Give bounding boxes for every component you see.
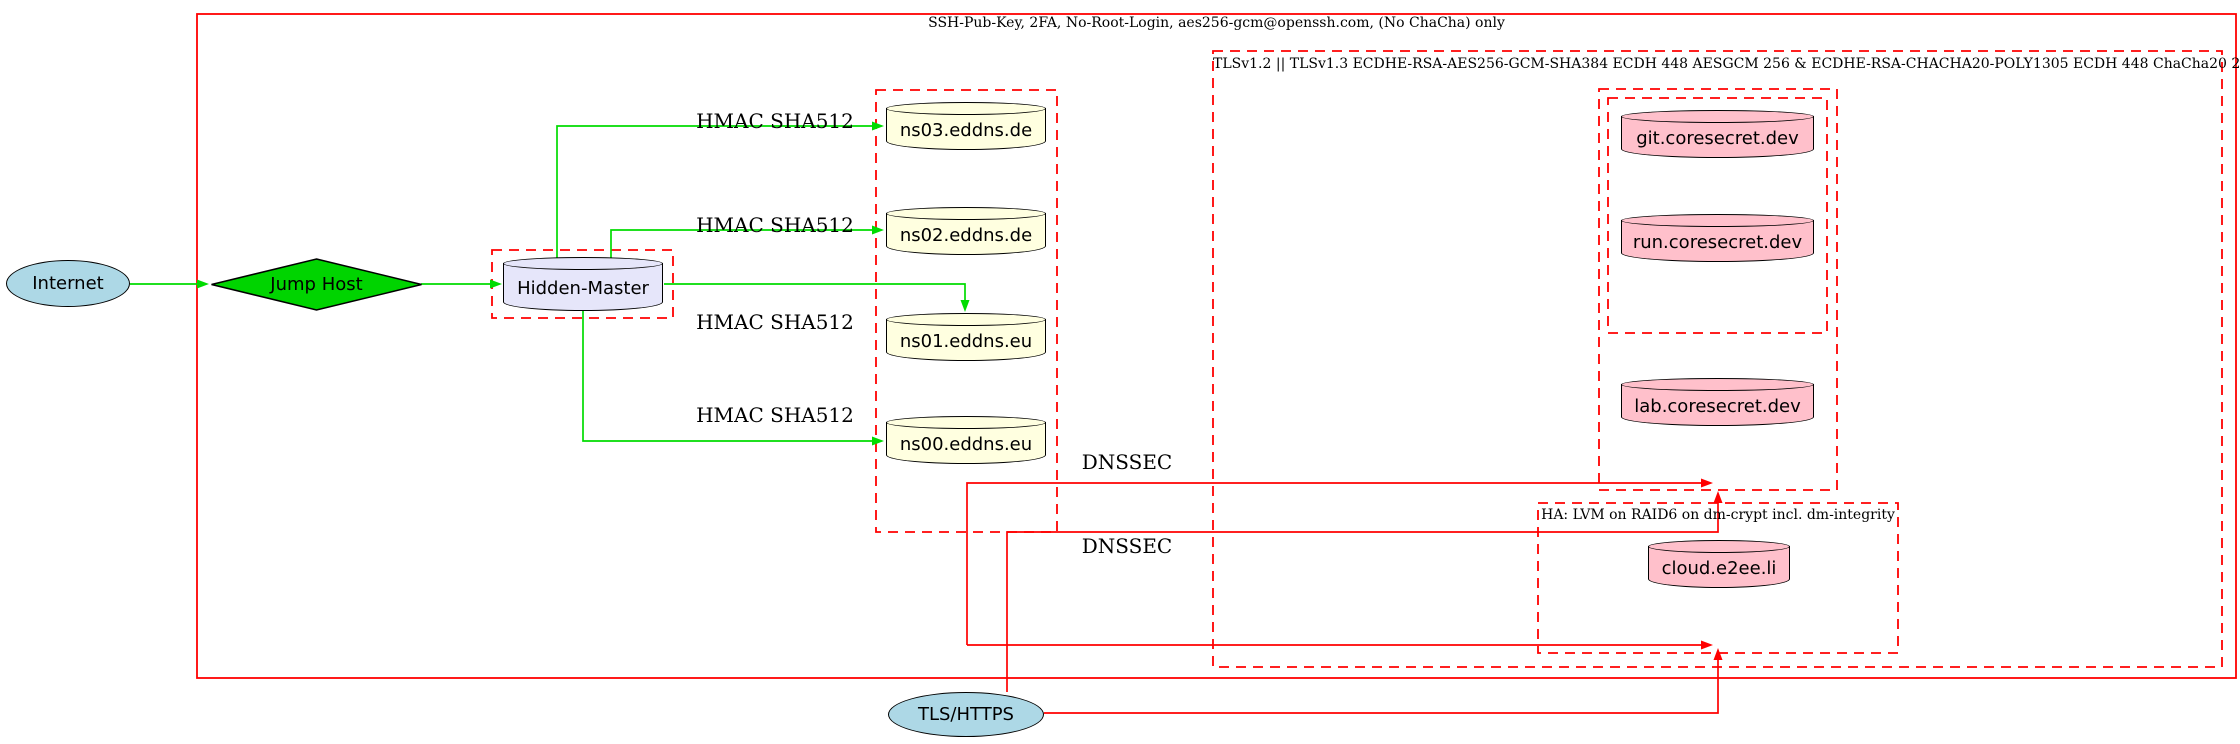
arrowhead — [1701, 640, 1713, 650]
node-jump-host: Jump Host — [210, 258, 423, 311]
edge-label-dnssec-bottom: DNSSEC — [1081, 534, 1173, 558]
arrowhead — [960, 300, 970, 312]
edge-internet-jumphost — [130, 279, 209, 289]
edge-dnssec-eddns-coresecret — [966, 478, 1713, 645]
edge-label-dnssec-top: DNSSEC — [1081, 450, 1173, 474]
node-ns02: ns02.eddns.de — [886, 207, 1046, 255]
node-lab-label: lab.coresecret.dev — [1634, 395, 1801, 417]
cylinder-top — [886, 416, 1046, 429]
node-tls-https-label: TLS/HTTPS — [917, 704, 1014, 725]
cluster-gitrun-border — [1607, 97, 1828, 334]
arrowhead — [197, 279, 209, 289]
arrowhead — [1713, 491, 1723, 503]
node-internet: Internet — [6, 260, 130, 307]
node-cloud: cloud.e2ee.li — [1648, 540, 1790, 588]
node-internet-label: Internet — [32, 273, 104, 294]
cylinder-body — [1621, 220, 1814, 262]
cylinder-top — [886, 207, 1046, 220]
node-run: run.coresecret.dev — [1621, 214, 1814, 262]
node-hidden-master-label: Hidden-Master — [517, 277, 649, 299]
arrowhead — [490, 279, 502, 289]
edge-label-hmac-ns03: HMAC SHA512 — [696, 109, 854, 133]
cylinder-top — [1621, 110, 1814, 123]
edge-hiddenmaster-ns02 — [610, 225, 884, 258]
cylinder-body — [886, 213, 1046, 255]
node-lab: lab.coresecret.dev — [1621, 378, 1814, 426]
node-run-label: run.coresecret.dev — [1632, 231, 1803, 253]
cylinder-body — [503, 263, 663, 311]
arrowhead — [872, 225, 884, 235]
node-ns03: ns03.eddns.de — [886, 102, 1046, 150]
edge-label-hmac-ns00: HMAC SHA512 — [696, 403, 854, 427]
edge-hiddenmaster-ns00 — [582, 311, 884, 446]
node-git-label: git.coresecret.dev — [1636, 127, 1799, 149]
node-cloud-label: cloud.e2ee.li — [1661, 557, 1777, 579]
cylinder-top — [1621, 214, 1814, 227]
cylinder-top — [1648, 540, 1790, 553]
node-tls-https: TLS/HTTPS — [888, 692, 1044, 737]
cylinder-body — [1648, 546, 1790, 588]
cylinder-body — [886, 422, 1046, 464]
cylinder-top — [1621, 378, 1814, 391]
edge-hiddenmaster-ns03 — [556, 121, 884, 258]
edge-jumphost-hiddenmaster — [421, 279, 502, 289]
arrowhead — [872, 436, 884, 446]
cluster-coresecret-border — [1598, 88, 1838, 491]
cluster-tls-label: TLSv1.2 || TLSv1.3 ECDHE-RSA-AES256-GCM-… — [1213, 56, 2240, 72]
arrowhead — [872, 121, 884, 131]
cylinder-top — [503, 257, 663, 270]
arrowhead — [1701, 478, 1713, 488]
edge-label-hmac-ns02: HMAC SHA512 — [696, 213, 854, 237]
edge-tlshttps-coresecret — [1006, 491, 1723, 692]
arrowhead — [1713, 648, 1723, 660]
edge-label-hmac-ns01: HMAC SHA512 — [696, 310, 854, 334]
edge-tlshttps-ha — [1044, 648, 1723, 714]
edge-hiddenmaster-ns01 — [664, 283, 970, 312]
node-hidden-master: Hidden-Master — [503, 257, 663, 311]
cylinder-top — [886, 313, 1046, 326]
node-ns00-label: ns00.eddns.eu — [899, 433, 1033, 455]
cylinder-body — [1621, 116, 1814, 158]
diamond-shape — [211, 258, 422, 311]
cluster-ssh-border — [196, 13, 2237, 679]
edge-dnssec-eddns-ha — [967, 640, 1713, 650]
cluster-eddns-border — [875, 89, 1058, 533]
node-ns01: ns01.eddns.eu — [886, 313, 1046, 361]
node-ns00: ns00.eddns.eu — [886, 416, 1046, 464]
node-jump-host-label: Jump Host — [270, 274, 363, 295]
cluster-ha-label: HA: LVM on RAID6 on dm-crypt incl. dm-in… — [1541, 507, 1895, 523]
node-ns02-label: ns02.eddns.de — [899, 224, 1033, 246]
node-git: git.coresecret.dev — [1621, 110, 1814, 158]
cylinder-body — [886, 108, 1046, 150]
node-ns01-label: ns01.eddns.eu — [899, 330, 1033, 352]
cylinder-body — [1621, 384, 1814, 426]
cylinder-top — [886, 102, 1046, 115]
cluster-ssh-label: SSH-Pub-Key, 2FA, No-Root-Login, aes256-… — [928, 15, 1505, 31]
cylinder-body — [886, 319, 1046, 361]
node-ns03-label: ns03.eddns.de — [899, 119, 1033, 141]
